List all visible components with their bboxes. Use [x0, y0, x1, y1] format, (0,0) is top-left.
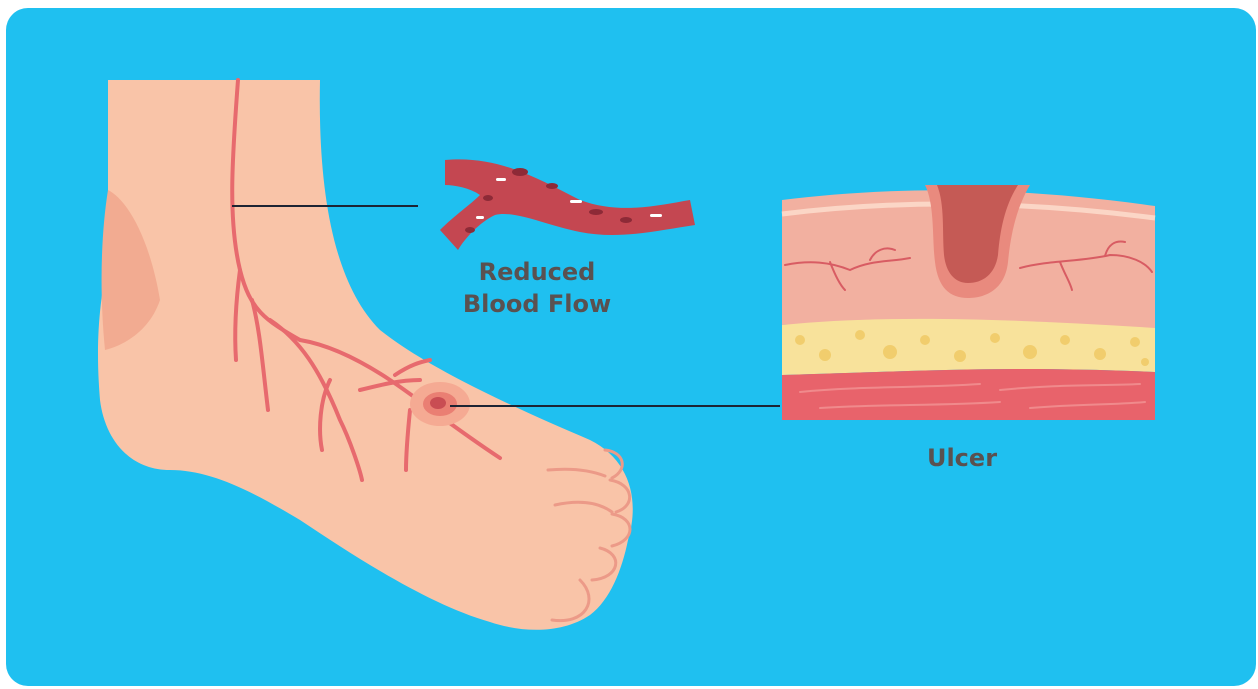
diagram-canvas: [6, 8, 1256, 686]
fat-layer: [782, 319, 1155, 375]
skin-cross-section: [782, 185, 1155, 420]
reduced-blood-flow-label-line1: Reduced: [462, 256, 612, 288]
muscle-layer: [782, 369, 1155, 420]
reduced-blood-flow-label: Reduced Blood Flow: [462, 256, 612, 320]
ulcer-label: Ulcer: [912, 442, 1012, 474]
reduced-blood-flow-label-line2: Blood Flow: [462, 288, 612, 320]
illustration-panel: [6, 8, 1256, 686]
foot-ulcer: [410, 382, 470, 426]
